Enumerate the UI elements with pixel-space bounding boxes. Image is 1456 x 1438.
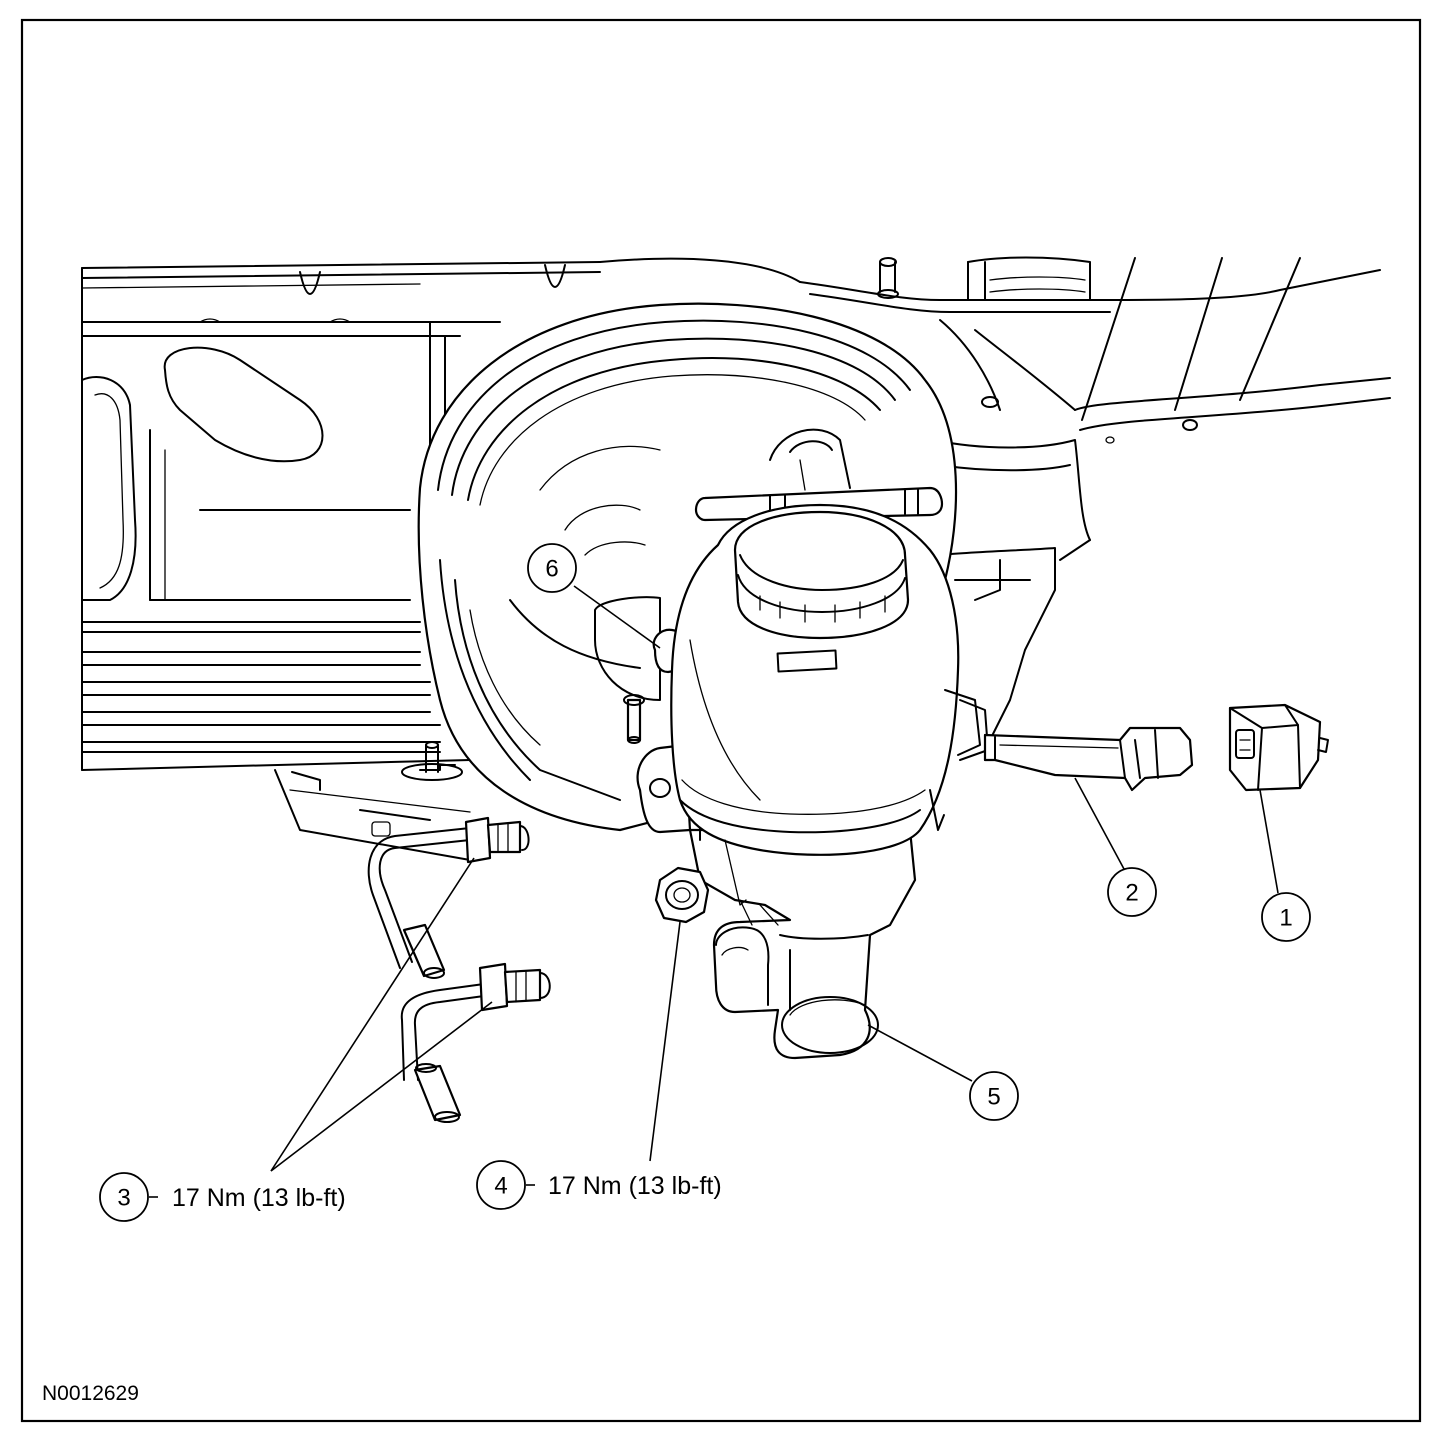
callout-3-torque-spec: 17 Nm (13 lb-ft) <box>172 1184 346 1212</box>
callout-1-number: 1 <box>1279 905 1292 932</box>
callout-4-torque-spec: 17 Nm (13 lb-ft) <box>548 1172 722 1200</box>
callout-2-number: 2 <box>1125 880 1138 907</box>
callout-4-number: 4 <box>494 1173 507 1200</box>
callout-6: 6 <box>527 543 577 593</box>
fluid-level-sensor-connector <box>983 726 1194 792</box>
figure-id: N0012629 <box>42 1382 139 1405</box>
harness-connector <box>1228 703 1329 792</box>
callout-1: 1 <box>1261 892 1311 942</box>
dash-panel-structure <box>81 256 1391 861</box>
callout-2: 2 <box>1107 867 1157 917</box>
mounting-nut <box>654 866 710 924</box>
master-cylinder <box>636 503 981 1060</box>
callout-6-number: 6 <box>545 556 558 583</box>
callout-4: 4 17 Nm (13 lb-ft) <box>476 1160 722 1210</box>
brake-tube-fittings <box>367 816 551 1123</box>
callout-5-number: 5 <box>987 1084 1000 1111</box>
callout-3: 3 17 Nm (13 lb-ft) <box>99 1172 346 1222</box>
diagram-border <box>20 18 1422 1423</box>
callout-3-number: 3 <box>117 1185 130 1212</box>
callout-5: 5 <box>969 1071 1019 1121</box>
callout-leaders <box>149 585 1279 1198</box>
